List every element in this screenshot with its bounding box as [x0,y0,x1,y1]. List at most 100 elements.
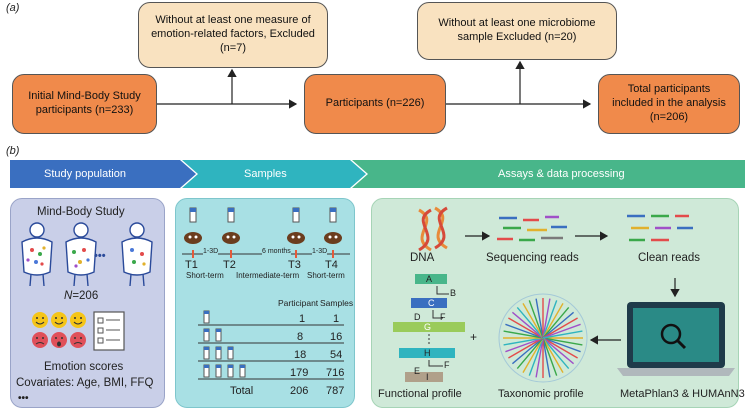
gene-letter-i: I [426,372,429,382]
table-row-1-samples: 1 [333,313,340,325]
emoji-smile-icon [51,312,67,328]
sample-tube-cap [228,365,233,368]
table-row-3-participant: 18 [294,349,307,361]
tree-branch [528,337,544,376]
population-title: Mind-Body Study [37,206,125,218]
tree-branch [542,323,581,339]
sample-tube-cap [216,347,221,350]
tree-branch [528,300,544,339]
people-illustration [21,222,153,287]
interval-1-3d: 1-3D [203,248,219,255]
person-icon [65,222,97,287]
tree-branch [516,306,544,339]
table-row-2-participant: 8 [297,331,304,343]
gene-letter-e: E [414,366,421,376]
gene-letter-f: F [440,312,446,322]
stage-assays: Assays & data processing [498,168,625,180]
tree-branch [542,337,581,353]
person-icon [21,222,53,287]
stool-sample-icon [222,207,240,244]
n-italic: N [64,290,73,302]
stool-sample-icon [287,207,305,244]
timepoint-t2: T2 [223,259,236,271]
panel-b-label: (b) [6,145,20,157]
gene-letter-d: D [414,312,421,322]
clean-reads-label: Clean reads [638,252,701,264]
table-total-label: Total [230,385,254,397]
tree-branch [535,337,544,378]
population-n: N=206 [64,290,98,302]
participants-box: Participants (n=226) [304,74,446,134]
stool-sample-icon [184,207,202,244]
tree-branch [542,306,570,339]
tree-branch [542,300,558,339]
emoji-sad-icon [70,332,86,348]
sequencing-reads-icon [497,215,567,242]
checklist-icon [93,311,125,351]
tree-branch [511,337,544,365]
gene-letter-g: G [424,322,432,332]
interval-1-3d-second: 1-3D [312,248,328,255]
sample-tube-cap [204,329,209,332]
tree-branch [505,337,544,353]
excluded-microbiome-box: Without at least one microbiome sample E… [417,2,617,60]
timepoint-t4: T4 [325,259,338,271]
gene-g-block [393,322,465,332]
tree-branch [535,298,544,339]
table-header-participant: Participant [278,298,319,308]
sample-tube-cap [204,347,209,350]
samples-table-lines [198,310,344,380]
sequencing-reads-label: Sequencing reads [486,252,579,264]
tree-branch [542,298,551,339]
functional-gene-diagram [393,274,465,382]
table-total-participant: 206 [290,385,309,397]
stool-sample-icon [324,207,342,244]
gene-letter-c: C [428,298,435,308]
tree-branch [503,337,544,346]
term-short-1: Short-term [186,271,224,280]
tree-branch [505,323,544,339]
table-total-samples: 787 [326,385,345,397]
gene-c-block [411,298,447,308]
gene-h-block [399,348,455,358]
stage-banner [10,160,745,188]
sample-tube-cap [216,365,221,368]
tree-branch [542,330,583,339]
tree-branch [542,337,551,378]
covariates: Covariates: Age, BMI, FFQ [16,377,154,389]
tree-branch [503,330,544,339]
tree-branch [542,311,575,339]
panel-a-label: (a) [6,2,20,14]
table-row-2-samples: 16 [330,331,343,343]
emotion-scores: Emotion scores [44,361,124,373]
assays-illustration [393,206,735,383]
emotion-emoji-illustration [32,311,125,351]
dna-helix-icon [418,206,448,252]
emoji-shock-icon [51,332,67,348]
tree-branch [516,337,544,370]
emoji-grin-icon [70,312,86,328]
excluded-emotion-box: Without at least one measure of emotion-… [138,2,328,68]
clean-reads-icon [627,214,693,242]
stage-banner-population [10,160,196,188]
stage-banner-samples [182,160,366,188]
timepoint-t1: T1 [185,259,198,271]
table-row-1-participant: 1 [299,313,306,325]
term-intermediate: Intermediate-term [236,271,300,280]
emoji-angry-icon [32,332,48,348]
gene-letter-h: H [424,348,431,358]
emoji-laugh-icon [32,312,48,328]
tree-branch [542,337,575,365]
sample-tube-cap [204,311,209,314]
tree-branch [542,337,570,370]
plus-sign: + [470,330,478,344]
tree-branch [511,311,544,339]
gene-letter-a: A [426,274,433,284]
population-ellipsis: ••• [94,250,106,262]
tools-label: MetaPhlan3 & HUMAnN3 [620,388,745,400]
table-header-samples: Samples [320,298,354,308]
tree-branch [542,337,558,376]
timepoint-t3: T3 [288,259,301,271]
sample-tube-cap [216,329,221,332]
tree-branch [542,337,583,346]
